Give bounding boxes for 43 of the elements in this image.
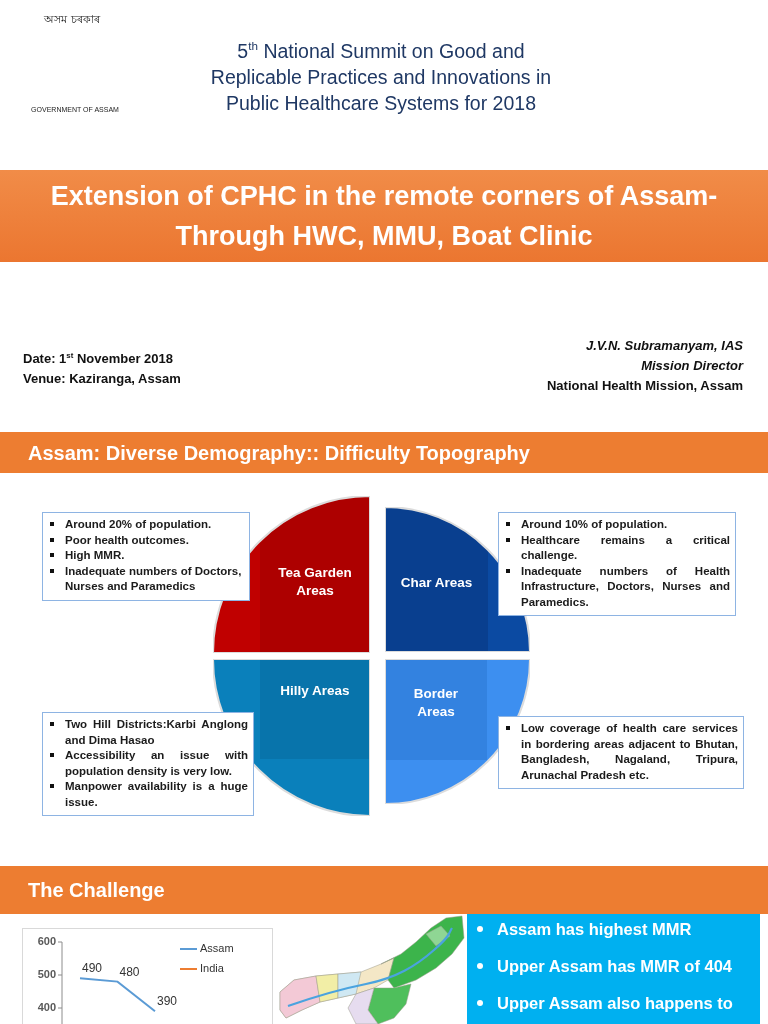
bullet-point: Manpower availability is a huge issue. [43,779,248,810]
organization-name: National Health Mission, Assam [546,377,743,395]
data-label: 490 [82,961,103,976]
bullet-point: Around 20% of population. [43,517,244,533]
quadrant-label: Char Areas [399,574,474,592]
bullet-point: Low coverage of health care services in bordering areas adjacent to Bhutan, Bangladesh, Nagaland, Tripura, Arunachal Pradesh etc. [499,721,738,783]
axis-tick-label: 600 [37,934,56,947]
venue-text: Venue: Kaziranga, Assam [23,370,182,388]
quadrant-label: Hilly Areas [279,682,351,700]
axis-tick-label: 400 [37,1000,56,1013]
section-heading: Assam: Diverse Demography:: Difficulty Topography [28,441,530,464]
callout-panel [42,712,254,816]
author-role: Mission Director [640,357,743,375]
bullet-point: Assam has highest MMR [467,919,752,939]
slide-title: Extension of CPHC in the remote corners of Assam- Through HWC, MMU, Boat Clinic [49,180,719,253]
bullet-point: Upper Assam has MMR of 404 [467,956,752,976]
bullet-point: Inadequate numbers of Doctors, Nurses and Paramedics [43,563,244,595]
header-text: অসম চৰকাৰ [43,12,102,27]
callout-panel [498,512,736,616]
callout-panel [498,716,744,789]
bullet-point: Accessibility an issue with population density is very low. [43,748,248,779]
section-band [0,432,768,473]
summit-heading: 5$^{th}$ National Summit on Good and Replicable Practices and Innovations in Public Healthcare Systems for 2018 [209,38,553,116]
legend-label: Assam [200,941,234,954]
section-heading: The Challenge [28,878,165,902]
section-band [0,866,768,914]
date-text: Date: 1$^{st}$ November 2018 [23,350,175,368]
callout-panel [42,512,250,601]
author-name: J.V.N. Subramanyam, IAS [584,337,743,355]
quadrant-label: Tea Garden Areas [277,564,353,600]
legend-label: India [200,961,224,974]
bullet-point: Poor health outcomes. [43,532,244,548]
bullet-point: Two Hill Districts:Karbi Anglong and Dima Hasao [43,717,248,748]
bullet-point: Upper Assam also happens to [467,993,752,1013]
axis-tick-label: 500 [37,967,56,980]
info-panel [467,914,760,1024]
data-label: 390 [157,994,178,1009]
data-label: 480 [119,964,140,979]
bullet-point: Around 10% of population. [499,517,730,533]
bullet-point: Healthcare remains a critical challenge. [499,532,730,564]
bullet-point: Inadequate numbers of Health Infrastructure, Doctors, Nurses and Paramedics. [499,563,730,610]
quadrant-label: Border Areas [412,685,460,721]
bullet-point: High MMR. [43,548,244,564]
